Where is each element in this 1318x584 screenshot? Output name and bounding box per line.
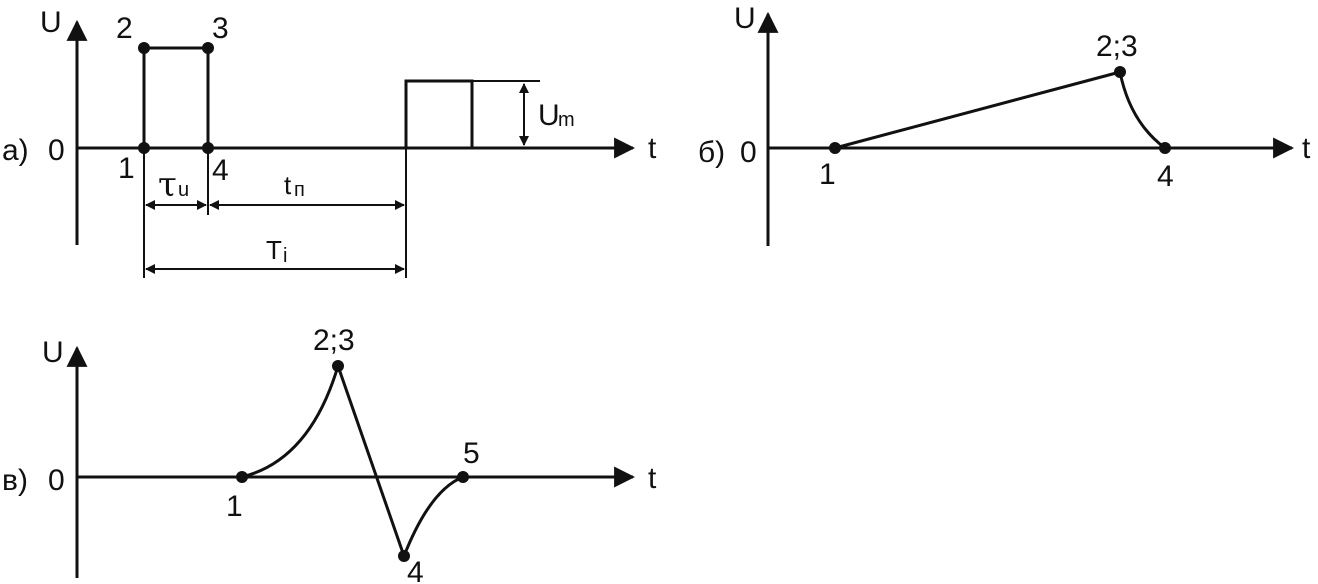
svg-text:i: i — [283, 245, 287, 267]
diagram-a-um-label: U m — [538, 99, 575, 132]
diagram-a-point-label-1: 1 — [118, 152, 135, 185]
diagram-a-ti-label: T i — [266, 235, 287, 267]
svg-text:m: m — [558, 109, 575, 131]
diagram-a-y-label: U — [40, 6, 62, 39]
diagram-c-x-label: t — [648, 462, 657, 495]
diagram-b-point-1 — [829, 142, 841, 154]
diagram-a-pulse-1 — [142, 46, 210, 148]
diagram-a-point-3 — [202, 42, 214, 54]
diagram-b-point-4 — [1159, 142, 1171, 154]
diagram-c-origin-label: 0 — [48, 464, 65, 497]
diagram-b-point-label-23: 2;3 — [1096, 30, 1138, 63]
diagram-a-tau-label: τ u — [158, 165, 189, 205]
svg-text:t: t — [284, 170, 292, 200]
svg-text:u: u — [178, 179, 189, 201]
diagram-c-point-label-4: 4 — [407, 556, 424, 584]
svg-text:T: T — [266, 235, 282, 265]
diagram-a-point-label-4: 4 — [212, 154, 229, 187]
diagram-b-point-label-1: 1 — [819, 158, 836, 191]
svg-text:τ: τ — [158, 165, 177, 205]
diagram-c-point-4 — [398, 550, 410, 562]
diagram-c-point-1 — [236, 471, 248, 483]
diagram-a-x-label: t — [648, 132, 657, 165]
diagram-a: U t а) 0 1 2 3 4 U m τ u — [2, 6, 657, 278]
diagram-c-fall-line — [336, 365, 406, 557]
svg-text:п: п — [294, 179, 305, 201]
diagram-b-y-label: U — [734, 2, 756, 35]
diagram-c-point-23 — [332, 360, 344, 372]
diagram-b-rise-line — [834, 70, 1121, 150]
diagram-b-x-label: t — [1302, 132, 1311, 165]
diagram-b-origin-label: 0 — [740, 136, 757, 169]
diagram-c-recovery-curve — [402, 475, 464, 557]
diagram-b-point-23 — [1114, 66, 1126, 78]
diagram-c-y-label: U — [42, 336, 64, 369]
diagram-c-point-label-5: 5 — [463, 437, 480, 470]
diagram-a-pulse-2 — [404, 79, 474, 148]
diagram-a-origin-label: 0 — [48, 134, 65, 167]
diagram-c: U t в) 0 1 2;3 4 5 — [2, 324, 657, 584]
svg-text:U: U — [538, 99, 560, 132]
diagram-b-panel-label: б) — [698, 136, 725, 169]
diagram-c-panel-label: в) — [2, 464, 28, 497]
diagram-c-rise-curve — [241, 365, 340, 479]
diagram-c-point-label-23: 2;3 — [313, 324, 355, 357]
diagram-b: U t б) 0 1 2;3 4 — [698, 2, 1311, 246]
diagram-a-tp-label: t п — [284, 170, 305, 201]
diagram-a-point-label-2: 2 — [116, 12, 133, 45]
diagram-a-panel-label: а) — [2, 134, 29, 167]
diagram-a-point-label-3: 3 — [212, 12, 229, 45]
diagram-b-decay-curve — [1118, 71, 1166, 150]
diagram-c-point-label-1: 1 — [226, 490, 243, 523]
diagram-c-point-5 — [457, 471, 469, 483]
diagram-b-point-label-4: 4 — [1157, 160, 1174, 193]
diagram-a-point-2 — [138, 42, 150, 54]
